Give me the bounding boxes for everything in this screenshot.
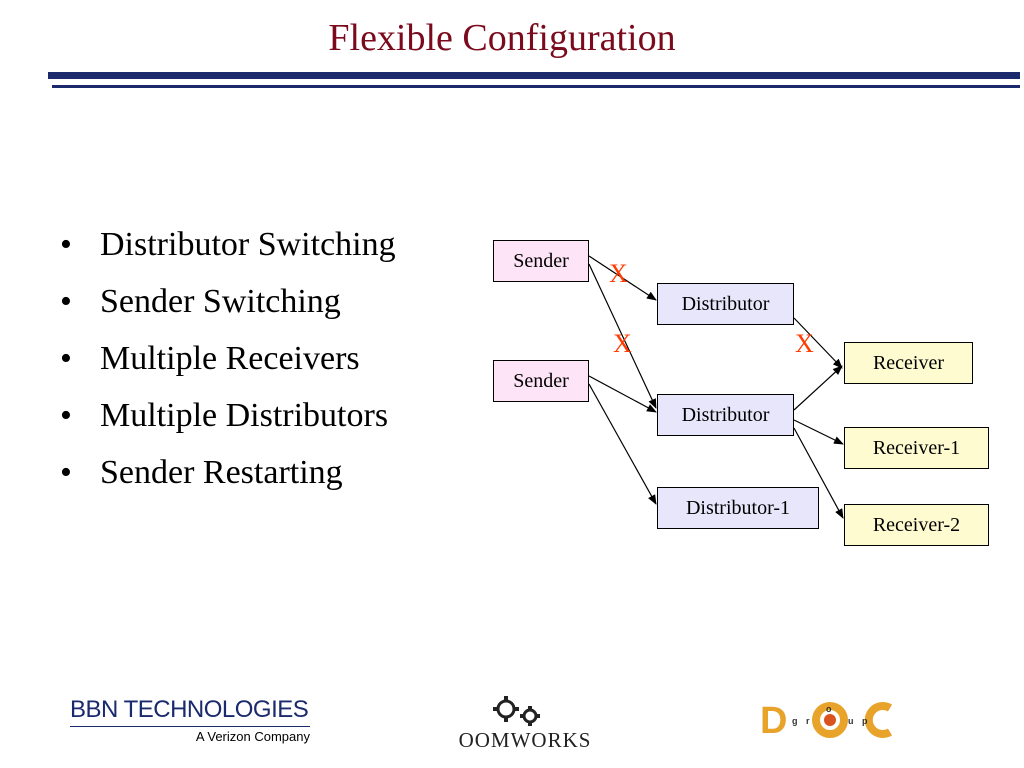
- arrow-distributor-receiver: [793, 317, 843, 369]
- page-title: Flexible Configuration: [328, 17, 676, 59]
- bullet-text: Multiple Receivers: [100, 340, 360, 377]
- bullet-dot: •: [60, 226, 72, 263]
- bullet-item: • Sender Switching: [60, 277, 396, 334]
- bullet-item: • Multiple Distributors: [60, 391, 396, 448]
- receiver-node-2: Receiver-2: [844, 504, 989, 546]
- distributor-node-2: Distributor: [657, 394, 794, 436]
- bullet-list: • Distributor Switching • Sender Switching…: [60, 220, 396, 505]
- sender-node-1: Sender: [493, 240, 589, 282]
- oomworks-logo-text: OOMWORKS: [458, 728, 592, 752]
- title-rule-thick: [48, 72, 1020, 79]
- doc-logo-letter: p: [862, 716, 868, 726]
- distributor-node-3: Distributor-1: [657, 487, 819, 529]
- bullet-text: Distributor Switching: [100, 226, 396, 263]
- arrow-sender2-distributor1: [588, 383, 657, 505]
- bbn-logo-subtitle: A Verizon Company: [195, 729, 310, 744]
- doc-logo-letter: g: [792, 716, 798, 726]
- arrow-distributor2-receiver1: [793, 419, 844, 445]
- arrow-sender2-distributor2: [588, 375, 657, 413]
- cut-mark-sender-cross: X: [613, 329, 632, 358]
- bullet-dot: •: [60, 340, 72, 377]
- bullet-item: • Distributor Switching: [60, 220, 396, 277]
- arrow-sender1-distributor: [588, 255, 657, 301]
- receiver-node: Receiver: [844, 342, 973, 384]
- bullet-dot: •: [60, 283, 72, 320]
- arrow-distributor2-receiver: [793, 365, 843, 411]
- cut-mark-distributor-switch: X: [795, 329, 814, 358]
- gears-icon: [493, 696, 540, 726]
- doc-logo-letter: r: [806, 716, 810, 726]
- arrow-sender1-distributor2: [588, 263, 657, 409]
- bullet-dot: •: [60, 397, 72, 434]
- bullet-text: Sender Switching: [100, 283, 341, 320]
- cut-mark-sender-switch: X: [609, 259, 628, 288]
- bullet-item: • Sender Restarting: [60, 448, 396, 505]
- bbn-logo-rule: [70, 726, 310, 727]
- bullet-dot: •: [60, 454, 72, 491]
- receiver-node-1: Receiver-1: [844, 427, 989, 469]
- svg-text:D: D: [760, 700, 787, 740]
- bullet-item: • Multiple Receivers: [60, 334, 396, 391]
- bullet-text: Multiple Distributors: [100, 397, 389, 434]
- bullet-text: Sender Restarting: [100, 454, 343, 491]
- doc-group-logo: D g r o u p: [760, 700, 893, 740]
- bbn-logo: BBN TECHNOLOGIES A Verizon Company: [70, 696, 310, 744]
- distributor-node-1: Distributor: [657, 283, 794, 325]
- sender-node-2: Sender: [493, 360, 589, 402]
- bbn-logo-text: BBN TECHNOLOGIES: [70, 696, 309, 723]
- doc-logo-letter: u: [848, 716, 854, 726]
- title-rule-thin: [52, 85, 1020, 88]
- doc-logo-letter: o: [826, 704, 832, 714]
- arrow-distributor2-receiver2: [793, 427, 844, 519]
